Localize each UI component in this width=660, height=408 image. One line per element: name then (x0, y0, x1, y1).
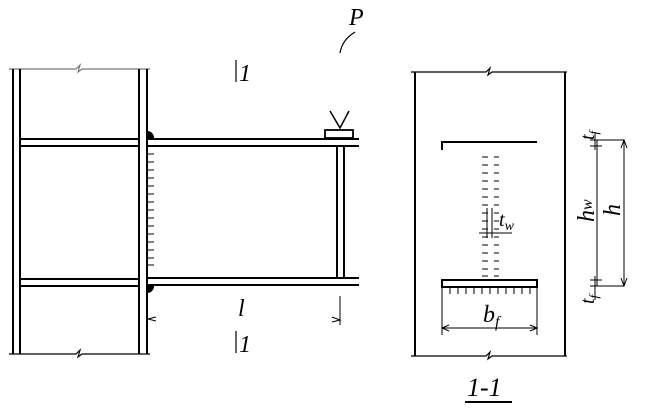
column-elevation (9, 62, 150, 359)
flange-thickness-top-label: tf (577, 128, 601, 140)
weld-ticks (148, 153, 154, 266)
length-label: l (238, 296, 245, 322)
section-1-1 (411, 65, 628, 403)
weld-fillet (148, 131, 155, 293)
load-arrow-icon (329, 110, 350, 130)
web-height-label: hw (574, 199, 600, 222)
beam-elevation (147, 110, 359, 286)
total-height-label: h (600, 204, 626, 216)
section-mark-top-label: 1 (239, 61, 251, 87)
length-dimension (147, 296, 342, 325)
flange-thickness-bottom-label: tf (577, 292, 601, 304)
load-label: P (348, 5, 364, 31)
section-title: 1-1 (467, 373, 502, 402)
flange-width-label: bf (483, 302, 502, 331)
section-mark-bottom-label: 1 (239, 332, 251, 358)
web-thickness-label: tw (499, 209, 515, 234)
